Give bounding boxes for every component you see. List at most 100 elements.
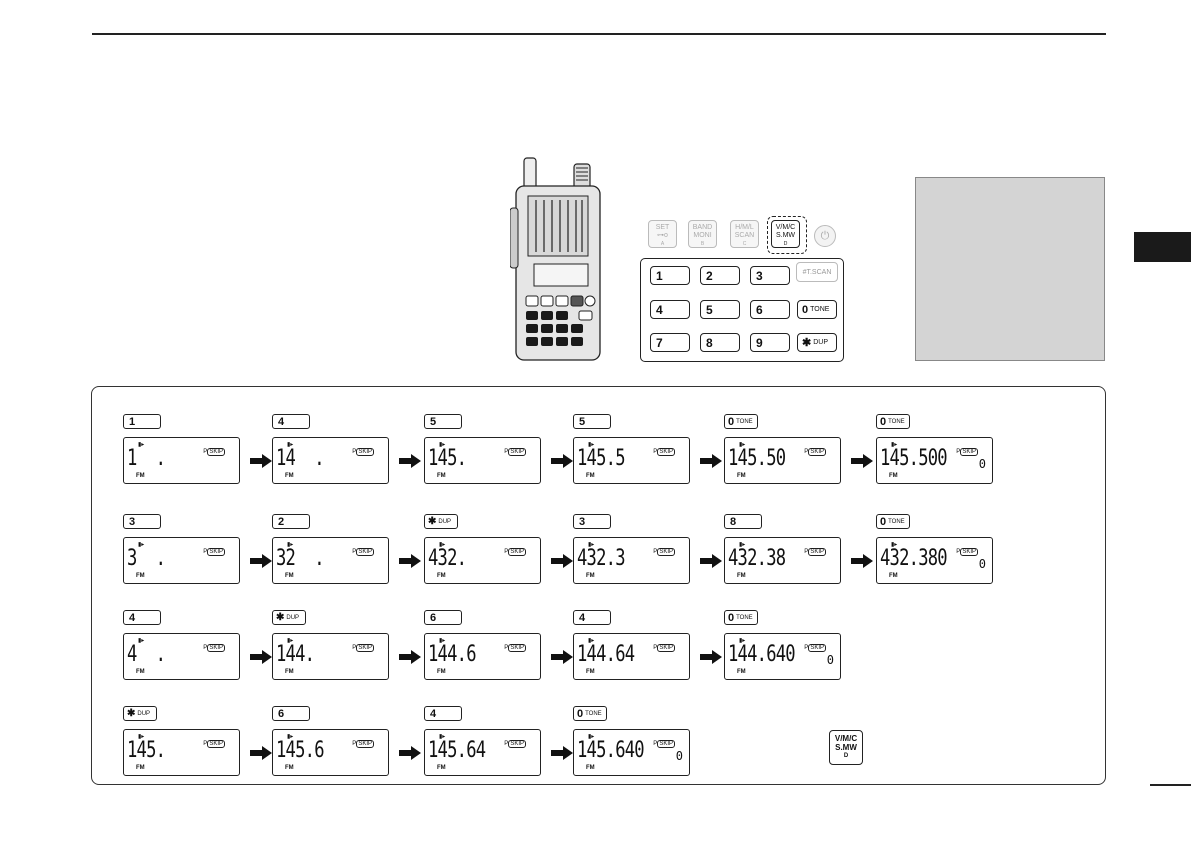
step-key[interactable]: 4: [424, 706, 462, 721]
frequency-readout: 145.500: [880, 446, 948, 471]
fm-indicator: FM: [586, 573, 595, 579]
fm-indicator: FM: [437, 473, 446, 479]
arrow-right-icon: [551, 746, 573, 760]
note-box: [915, 177, 1105, 361]
arrow-right-icon: [700, 454, 722, 468]
arrow-right-icon: [851, 554, 873, 568]
battery-icon: ▮▸: [739, 638, 746, 644]
fm-indicator: FM: [437, 573, 446, 579]
fm-indicator: FM: [889, 573, 898, 579]
fm-indicator: FM: [136, 573, 145, 579]
step-key[interactable]: 4: [573, 610, 611, 625]
step-key[interactable]: 4: [272, 414, 310, 429]
frequency-readout: 4 .: [127, 642, 166, 667]
frequency-readout: 144.6: [428, 642, 477, 667]
step-key[interactable]: 4: [123, 610, 161, 625]
step-key[interactable]: ✱DUP: [123, 706, 157, 721]
battery-icon: ▮▸: [739, 442, 746, 448]
frequency-readout: 145.5: [577, 446, 626, 471]
key-7[interactable]: 7: [650, 333, 690, 352]
key-8[interactable]: 8: [700, 333, 740, 352]
arrow-right-icon: [399, 746, 421, 760]
section-tab: [1134, 232, 1191, 262]
step-key[interactable]: 1: [123, 414, 161, 429]
radio-illustration: [510, 157, 601, 361]
battery-icon: ▮▸: [588, 638, 595, 644]
step-key[interactable]: 6: [424, 610, 462, 625]
fm-indicator: FM: [737, 473, 746, 479]
step-key[interactable]: 2: [272, 514, 310, 529]
key-star-dup[interactable]: ✱DUP: [797, 333, 837, 352]
battery-icon: ▮▸: [588, 542, 595, 548]
step-key[interactable]: 8: [724, 514, 762, 529]
arrow-right-icon: [551, 454, 573, 468]
key-4[interactable]: 4: [650, 300, 690, 319]
key-9[interactable]: 9: [750, 333, 790, 352]
khz-digit: 0: [675, 749, 683, 763]
key-6[interactable]: 6: [750, 300, 790, 319]
fm-indicator: FM: [285, 765, 294, 771]
step-key[interactable]: 5: [573, 414, 611, 429]
fm-indicator: FM: [285, 473, 294, 479]
arrow-right-icon: [551, 554, 573, 568]
battery-icon: ▮▸: [287, 542, 294, 548]
tscan-key[interactable]: #T.SCAN: [796, 262, 838, 282]
battery-icon: ▮▸: [439, 442, 446, 448]
key-2[interactable]: 2: [700, 266, 740, 285]
battery-icon: ▮▸: [891, 442, 898, 448]
step-key[interactable]: 3: [573, 514, 611, 529]
step-key[interactable]: ✱DUP: [424, 514, 458, 529]
entry-example-frame: [91, 386, 1106, 785]
key-5[interactable]: 5: [700, 300, 740, 319]
key-3[interactable]: 3: [750, 266, 790, 285]
battery-icon: ▮▸: [439, 542, 446, 548]
step-key[interactable]: 3: [123, 514, 161, 529]
battery-icon: ▮▸: [588, 734, 595, 740]
key-1[interactable]: 1: [650, 266, 690, 285]
step-key[interactable]: ✱DUP: [272, 610, 306, 625]
step-key[interactable]: 5: [424, 414, 462, 429]
step-key[interactable]: 6: [272, 706, 310, 721]
power-icon[interactable]: ⏻: [814, 225, 836, 247]
fm-indicator: FM: [136, 669, 145, 675]
